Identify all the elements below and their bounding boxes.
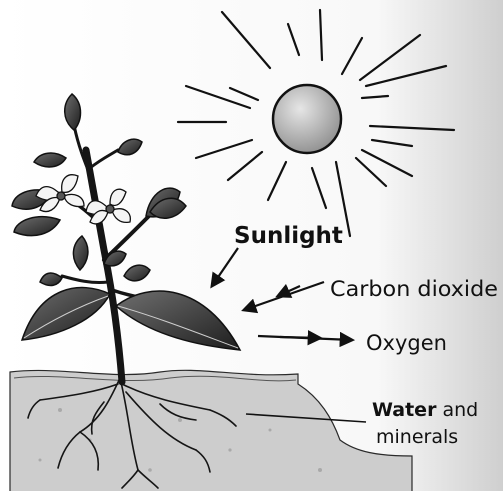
label-carbon-dioxide: Carbon dioxide xyxy=(330,277,498,301)
label-sunlight: Sunlight xyxy=(234,223,343,249)
label-oxygen: Oxygen xyxy=(366,331,447,355)
label-minerals: minerals xyxy=(376,426,458,448)
label-water: Water xyxy=(372,399,437,421)
label-water-and-minerals: Water and xyxy=(372,399,478,421)
label-and: and xyxy=(436,399,478,421)
